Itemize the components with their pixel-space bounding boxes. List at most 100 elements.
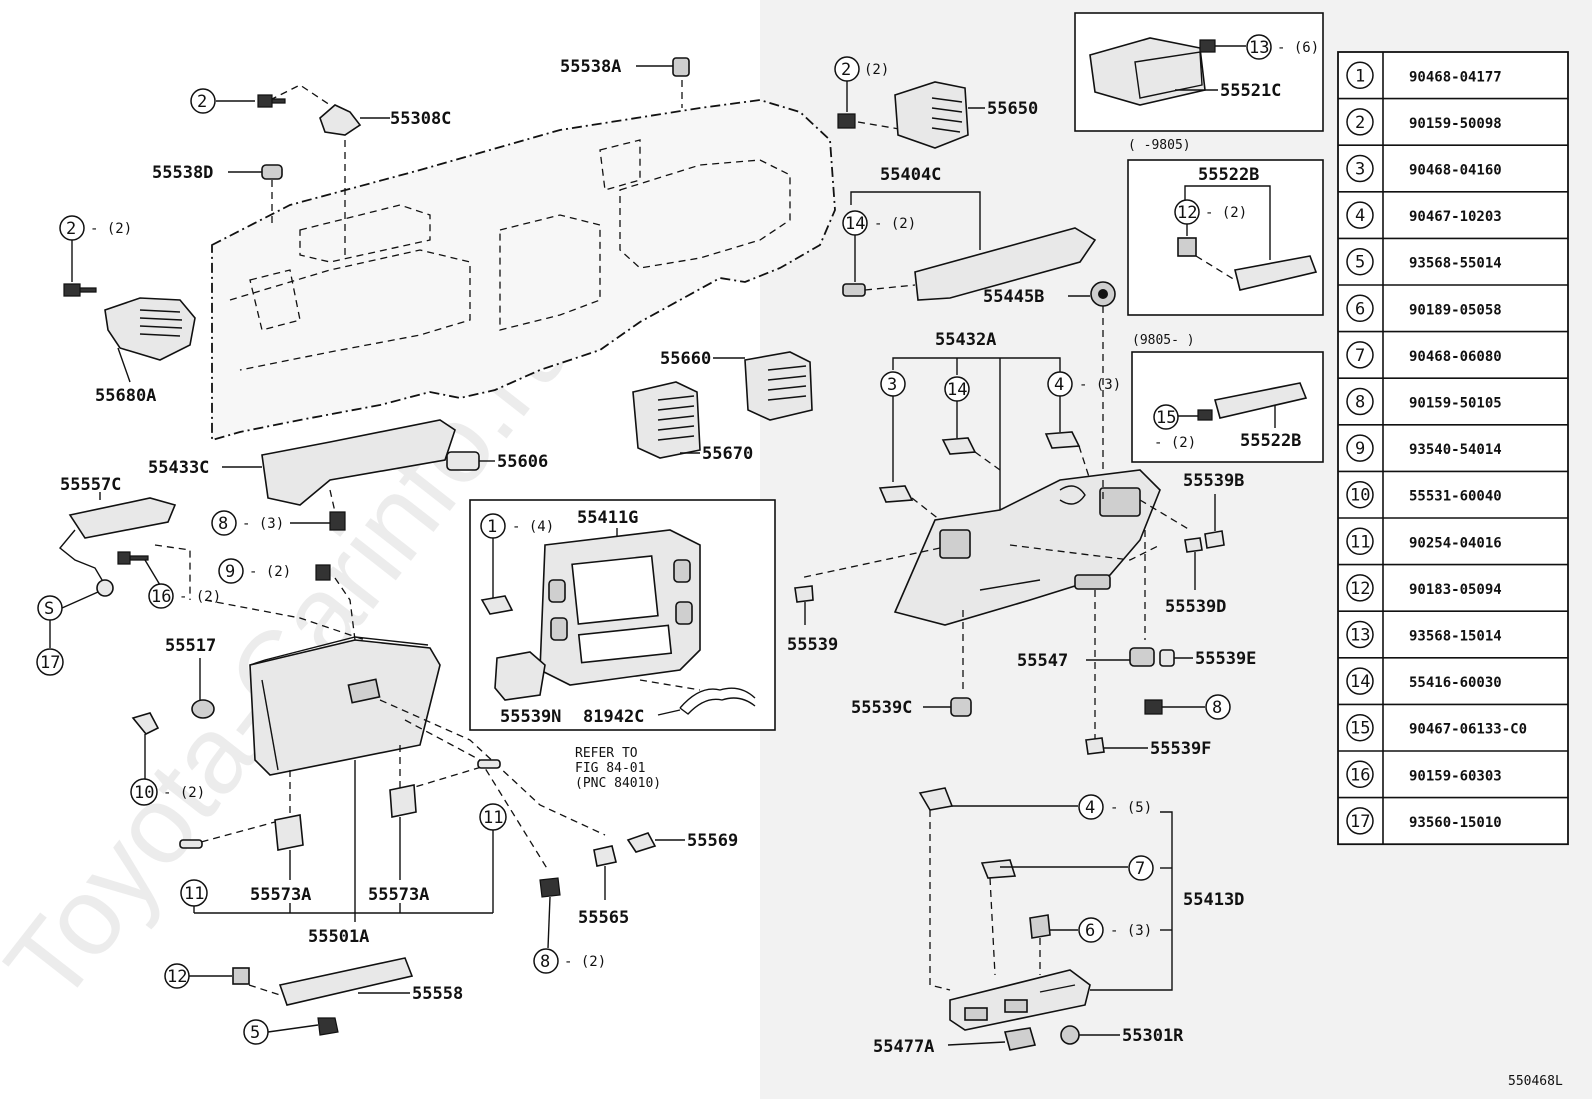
table-row-part-number: 90468-06080 <box>1409 349 1502 365</box>
table-row-number: 1 <box>1355 66 1365 86</box>
callout-16 <box>148 583 174 609</box>
svg-text:13: 13 <box>1249 38 1269 58</box>
table-row-part-number: 90467-06133-C0 <box>1409 722 1527 738</box>
svg-text:- (3): - (3) <box>1079 377 1121 393</box>
nut-12-b <box>1177 237 1197 257</box>
table-row-number-circle <box>1346 154 1374 183</box>
table-row-number: 7 <box>1355 346 1365 366</box>
label-55538a: 55538A <box>560 57 621 77</box>
svg-text:1: 1 <box>487 517 497 537</box>
table-row-number: 15 <box>1350 719 1370 739</box>
svg-text:16: 16 <box>151 587 171 607</box>
parts-table-frame <box>1337 51 1569 846</box>
clip-4 <box>1044 431 1081 449</box>
label-55539: 55539 <box>787 635 838 655</box>
svg-text:11: 11 <box>184 884 204 904</box>
bulb-55301r <box>1060 1025 1080 1045</box>
callout-2-top <box>190 88 216 114</box>
label-55501a: 55501A <box>308 927 369 947</box>
svg-text:11: 11 <box>483 808 503 828</box>
label-55539d: 55539D <box>1165 597 1226 617</box>
table-row-number-circle <box>1346 807 1374 835</box>
callout-7 <box>1128 855 1154 881</box>
svg-text:8: 8 <box>218 514 228 534</box>
table-row-number-circle <box>1346 201 1374 229</box>
table-row-number: 8 <box>1355 393 1365 413</box>
label-55573a-left: 55573A <box>250 885 311 905</box>
table-row-part-number: 90159-50098 <box>1409 116 1502 132</box>
svg-text:- (2): - (2) <box>1205 205 1247 221</box>
screw-icon <box>257 94 286 108</box>
table-row-part-number: 90159-60303 <box>1409 768 1502 784</box>
table-row-number: 11 <box>1350 532 1370 552</box>
label-55539b: 55539B <box>1183 471 1244 491</box>
screw-icon <box>1199 39 1216 53</box>
label-55539e: 55539E <box>1195 649 1256 669</box>
figure-code: 550468L <box>1508 1074 1563 1089</box>
table-row-part-number: 93560-15010 <box>1409 815 1502 831</box>
knob-55477a <box>1003 1027 1037 1051</box>
refer-line-1: REFER TO <box>575 746 638 761</box>
svg-text:8: 8 <box>540 952 550 972</box>
table-row-number: 6 <box>1355 299 1365 319</box>
screw-icon <box>1144 699 1163 715</box>
switch-panel-55413d <box>949 969 1091 1031</box>
table-row-part-number: 93540-54014 <box>1409 442 1502 458</box>
svg-text:6: 6 <box>1085 921 1095 941</box>
callout-8-a <box>211 510 237 536</box>
trim-81942c <box>679 687 756 709</box>
table-row-number: 9 <box>1355 439 1365 459</box>
table-row-part-number: 90189-05058 <box>1409 302 1502 318</box>
table-row-number: 2 <box>1355 113 1365 133</box>
label-55432a: 55432A <box>935 330 996 350</box>
table-row-number: 16 <box>1350 765 1370 785</box>
svg-text:- (2): - (2) <box>179 589 221 605</box>
screw-icon <box>315 564 331 581</box>
clip-3 <box>878 485 914 503</box>
svg-text:2: 2 <box>66 219 76 239</box>
svg-text:- (6): - (6) <box>1277 40 1319 56</box>
screw-icon <box>1197 409 1213 421</box>
label-55404c: 55404C <box>880 165 941 185</box>
label-55565: 55565 <box>578 908 629 928</box>
label-55517: 55517 <box>165 636 216 656</box>
center-bezel-55411g <box>539 529 701 686</box>
label-55539n: 55539N <box>500 707 561 727</box>
table-row-number-circle <box>1346 294 1374 323</box>
svg-text:2: 2 <box>841 60 851 80</box>
label-55650: 55650 <box>987 99 1038 119</box>
svg-text:17: 17 <box>40 653 60 673</box>
label-55547: 55547 <box>1017 651 1068 671</box>
table-row-part-number: 55531-60040 <box>1409 489 1502 505</box>
label-55445b: 55445B <box>983 287 1044 307</box>
label-55539f: 55539F <box>1150 739 1211 759</box>
table-row-number: 13 <box>1350 626 1370 646</box>
table-row-part-number: 90468-04177 <box>1409 69 1502 85</box>
svg-text:12: 12 <box>1177 203 1197 223</box>
vent-55650 <box>894 81 969 149</box>
label-55558: 55558 <box>412 984 463 1004</box>
table-row-number-circle <box>1346 574 1374 602</box>
table-row-number-circle <box>1346 713 1374 742</box>
bracket-55558 <box>278 957 414 1006</box>
glove-box-55501a <box>249 636 441 776</box>
table-row-number-circle <box>1346 108 1374 136</box>
clip-55539f <box>1085 737 1105 755</box>
label-55660: 55660 <box>660 349 711 369</box>
screw-icon <box>539 877 561 898</box>
table-row-part-number: 90183-05094 <box>1409 582 1502 598</box>
label-55477a: 55477A <box>873 1037 934 1057</box>
label-55569: 55569 <box>687 831 738 851</box>
callout-8-c <box>1205 694 1231 720</box>
svg-text:- (3): - (3) <box>1110 923 1152 939</box>
table-row-number-circle <box>1346 760 1374 789</box>
clip-14 <box>842 283 866 297</box>
svg-text:- (2): - (2) <box>1154 435 1196 451</box>
bracket-55308c <box>319 104 362 136</box>
trim-55433c <box>261 419 456 506</box>
clip-55539d <box>1184 537 1203 553</box>
svg-text:3: 3 <box>887 375 897 395</box>
svg-text:- (2): - (2) <box>163 785 205 801</box>
